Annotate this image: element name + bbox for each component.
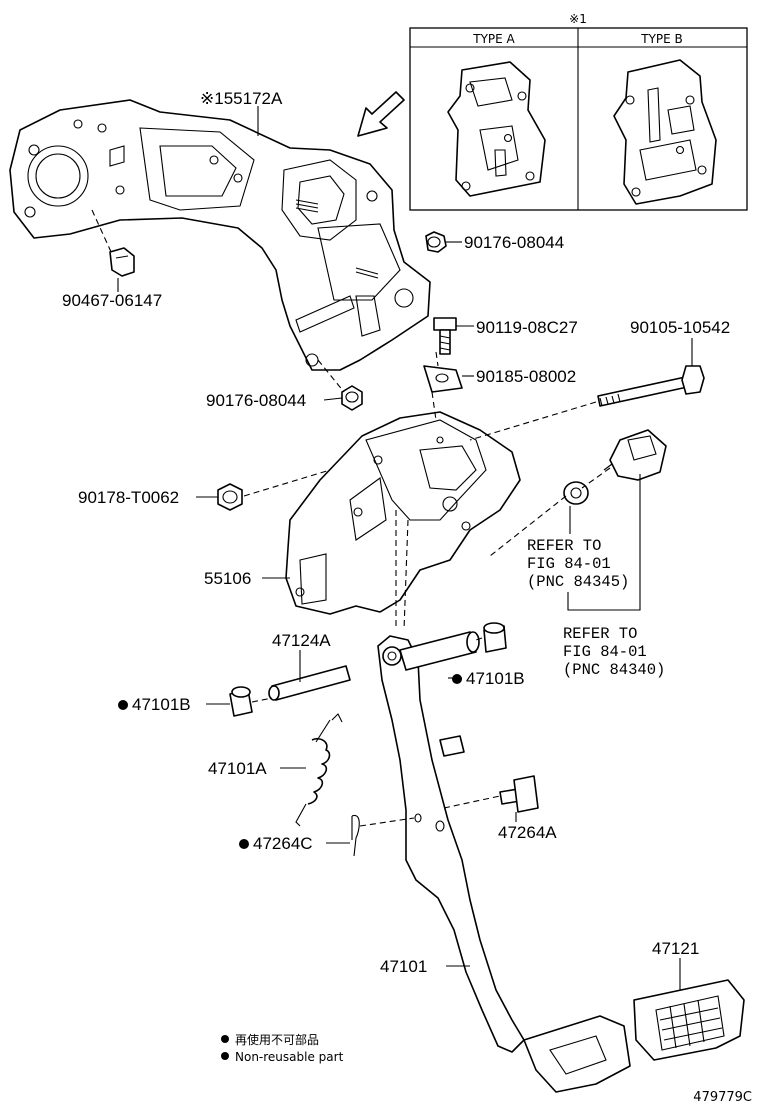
label-90178: 90178-T0062 xyxy=(78,488,179,507)
inset-type-b-label: TYPE B xyxy=(640,32,683,46)
refer-note-84340: REFER TO FIG 84-01 (PNC 84340) xyxy=(563,625,665,679)
refer-a-line2: FIG 84-01 xyxy=(527,555,611,573)
stop-lamp-switch xyxy=(563,429,667,505)
label-47101: 47101 xyxy=(380,957,427,976)
refer-b-line2: FIG 84-01 xyxy=(563,643,647,661)
pin-clip-47264c xyxy=(351,814,360,857)
refer-b-line1: REFER TO xyxy=(563,625,637,643)
refer-note-84345: REFER TO FIG 84-01 (PNC 84345) xyxy=(527,537,629,591)
label-90185: 90185-08002 xyxy=(476,367,576,386)
diagram-id: 479779C xyxy=(693,1090,752,1105)
label-90176-lower: 90176-08044 xyxy=(206,391,306,410)
label-47264a: 47264A xyxy=(498,823,557,842)
bolt-90119 xyxy=(433,317,457,355)
clip-90467 xyxy=(109,247,135,277)
inset-box: ※1 TYPE A TYPE B xyxy=(409,12,748,211)
dashed-assembly-lines xyxy=(91,209,611,827)
bushing-47101b-right xyxy=(483,622,507,653)
inset-mark: ※1 xyxy=(569,12,587,26)
label-55172a: ※155172A xyxy=(200,89,283,108)
type-b-bracket-sketch xyxy=(613,59,717,205)
refer-a-line1: REFER TO xyxy=(527,537,601,555)
label-47264c: 47264C xyxy=(253,834,313,853)
label-47101b-right: 47101B xyxy=(466,669,525,688)
legend: 再使用不可部品 Non-reusable part xyxy=(235,1032,344,1064)
leader-lines xyxy=(117,106,693,990)
inset-type-a-label: TYPE A xyxy=(472,32,515,46)
view-direction-arrow xyxy=(357,91,405,137)
label-90119: 90119-08C27 xyxy=(476,318,578,337)
non-reusable-markers xyxy=(118,674,462,1060)
label-47101b-left: 47101B xyxy=(132,695,191,714)
return-spring-47101a xyxy=(295,713,343,827)
bushing-47101b-left xyxy=(229,686,253,717)
nut-plate-90185 xyxy=(423,365,463,393)
refer-a-line3: (PNC 84345) xyxy=(527,573,629,591)
pin-47264a xyxy=(499,775,539,813)
pedal-pad-47121 xyxy=(633,979,745,1061)
nut-90176-upper xyxy=(425,231,447,253)
nut-90178 xyxy=(217,483,243,511)
label-47124a: 47124A xyxy=(272,631,331,650)
type-a-bracket-sketch xyxy=(447,61,546,197)
label-47121: 47121 xyxy=(652,939,699,958)
label-47101a: 47101A xyxy=(208,759,267,778)
main-bracket-55172a xyxy=(9,99,431,371)
label-90176-upper: 90176-08044 xyxy=(464,233,564,252)
label-90105: 90105-10542 xyxy=(630,318,730,337)
bushing-pipe-47124a xyxy=(268,631,480,701)
support-bracket-55106 xyxy=(285,411,521,615)
brake-pedal-arm-47101 xyxy=(377,635,631,1093)
legend-jp: 再使用不可部品 xyxy=(235,1032,319,1047)
refer-b-line3: (PNC 84340) xyxy=(563,661,665,679)
nut-90176-lower xyxy=(341,385,363,411)
label-55106: 55106 xyxy=(204,569,251,588)
label-90467: 90467-06147 xyxy=(62,291,162,310)
part-labels: ※155172A 90176-08044 90467-06147 90119-0… xyxy=(62,89,752,1105)
legend-en: Non-reusable part xyxy=(235,1050,344,1064)
bolt-90105 xyxy=(597,365,705,407)
